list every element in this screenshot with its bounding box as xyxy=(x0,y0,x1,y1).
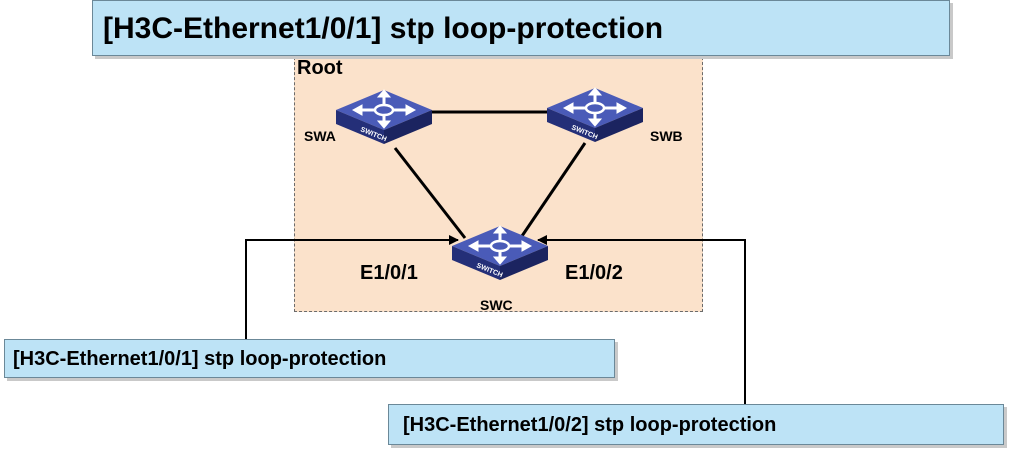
arrows-icon xyxy=(351,89,417,129)
link-swb-swc xyxy=(520,142,587,237)
switch-swa-icon: SWITCH xyxy=(336,89,432,144)
swa-label: SWA xyxy=(304,128,336,144)
switch-swc-icon: SWITCH xyxy=(452,225,548,280)
root-label: Root xyxy=(297,57,343,79)
swb-label: SWB xyxy=(650,128,683,144)
port-e2-label: E1/0/2 xyxy=(565,262,623,284)
link-swa-swc xyxy=(393,147,467,239)
title-command: [H3C-Ethernet1/0/1] stp loop-protection xyxy=(92,0,950,56)
command-box-port2: [H3C-Ethernet1/0/2] stp loop-protection xyxy=(388,404,1004,445)
command-box-port1: [H3C-Ethernet1/0/1] stp loop-protection xyxy=(4,339,615,378)
arrows-icon xyxy=(467,225,533,265)
port-e1-label: E1/0/1 xyxy=(360,262,418,284)
callout-arrow-e1 xyxy=(245,235,459,339)
switch-swb-icon: SWITCH xyxy=(547,87,643,142)
arrows-icon xyxy=(562,87,628,127)
callout-arrow-e2 xyxy=(537,235,746,404)
swc-label: SWC xyxy=(480,297,513,313)
